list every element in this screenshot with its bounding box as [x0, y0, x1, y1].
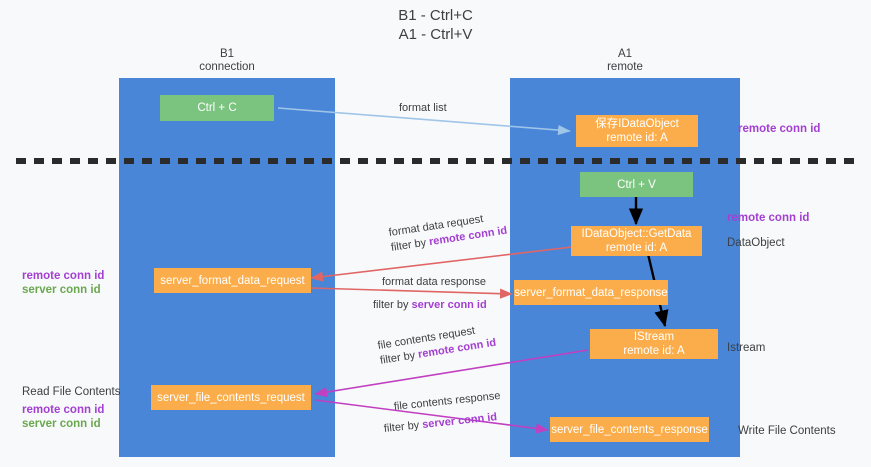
box-ctrl-c-label: Ctrl + C	[197, 102, 237, 114]
label-server-conn-id-bot-left: server conn id	[22, 418, 101, 430]
column-header-a1-role: remote	[607, 61, 643, 73]
label-server-conn-id-mid-left: server conn id	[22, 284, 101, 296]
box-server-format-data-request[interactable]: server_format_data_request	[154, 268, 311, 293]
title-line-1: B1 - Ctrl+C	[398, 7, 473, 24]
edge-label-format-data-response-filter: filter by server conn id	[373, 298, 487, 313]
edge-label-format-data-response-text: format data response	[382, 276, 486, 288]
edge-label-file-contents-request: file contents request filter by remote c…	[377, 321, 498, 369]
label-istream-right: Istream	[727, 342, 766, 354]
box-server-format-data-response-label: server_format_data_response	[514, 286, 668, 299]
box-save-idataobject-line2: remote id: A	[606, 132, 668, 144]
page-title: B1 - Ctrl+C A1 - Ctrl+V	[0, 6, 871, 44]
box-server-file-contents-request-label: server_file_contents_request	[157, 391, 305, 404]
box-ctrl-v[interactable]: Ctrl + V	[580, 172, 693, 197]
box-server-format-data-response[interactable]: server_format_data_response	[514, 280, 668, 305]
label-remote-conn-id-mid-right: remote conn id	[727, 212, 810, 224]
label-remote-conn-id-mid-left: remote conn id	[22, 270, 105, 282]
box-idataobject-getdata-line2: remote id: A	[605, 242, 668, 254]
label-write-file-contents: Write File Contents	[738, 425, 836, 437]
label-remote-conn-id-bot-left: remote conn id	[22, 404, 105, 416]
column-header-a1-name: A1	[617, 48, 633, 60]
box-server-file-contents-response[interactable]: server_file_contents_response	[550, 417, 709, 442]
edge-label-format-data-request: format data request filter by remote con…	[388, 209, 509, 256]
box-save-idataobject[interactable]: 保存IDataObject remote id: A	[576, 115, 698, 147]
label-remote-conn-id-top: remote conn id	[738, 123, 821, 135]
box-istream-line2: remote id: A	[623, 345, 685, 357]
column-header-b1-name: B1	[219, 48, 235, 60]
edge-label-file-contents-response-filter-key: server conn id	[421, 411, 498, 431]
column-header-b1-role: connection	[199, 61, 255, 73]
edge-label-file-contents-response-filter-prefix: filter by	[383, 419, 423, 435]
box-save-idataobject-line1: 保存IDataObject	[595, 118, 679, 130]
box-idataobject-getdata-line1: IDataObject::GetData	[581, 228, 692, 240]
box-idataobject-getdata[interactable]: IDataObject::GetData remote id: A	[571, 226, 702, 256]
box-ctrl-v-label: Ctrl + V	[617, 178, 656, 191]
box-server-file-contents-request[interactable]: server_file_contents_request	[151, 385, 311, 410]
column-header-b1: B1 connection	[119, 48, 335, 74]
edge-label-format-data-response-filter-key: server conn id	[411, 299, 487, 311]
edge-label-format-data-response-text-wrap: format data response	[382, 275, 486, 290]
box-istream[interactable]: IStream remote id: A	[590, 329, 718, 359]
edge-label-format-list: format list	[399, 102, 447, 114]
box-server-format-data-request-label: server_format_data_request	[160, 274, 305, 287]
edge-label-file-contents-response-text: file contents response	[393, 389, 502, 413]
box-istream-line1: IStream	[633, 331, 675, 343]
label-dataobject: DataObject	[727, 237, 785, 249]
edge-label-format-data-response-filter-prefix: filter by	[373, 299, 412, 311]
box-ctrl-c[interactable]: Ctrl + C	[160, 95, 274, 121]
column-header-a1: A1 remote	[510, 48, 740, 74]
label-read-file-contents: Read File Contents	[22, 386, 121, 398]
title-line-2: A1 - Ctrl+V	[398, 26, 473, 43]
box-server-file-contents-response-label: server_file_contents_response	[551, 423, 708, 436]
